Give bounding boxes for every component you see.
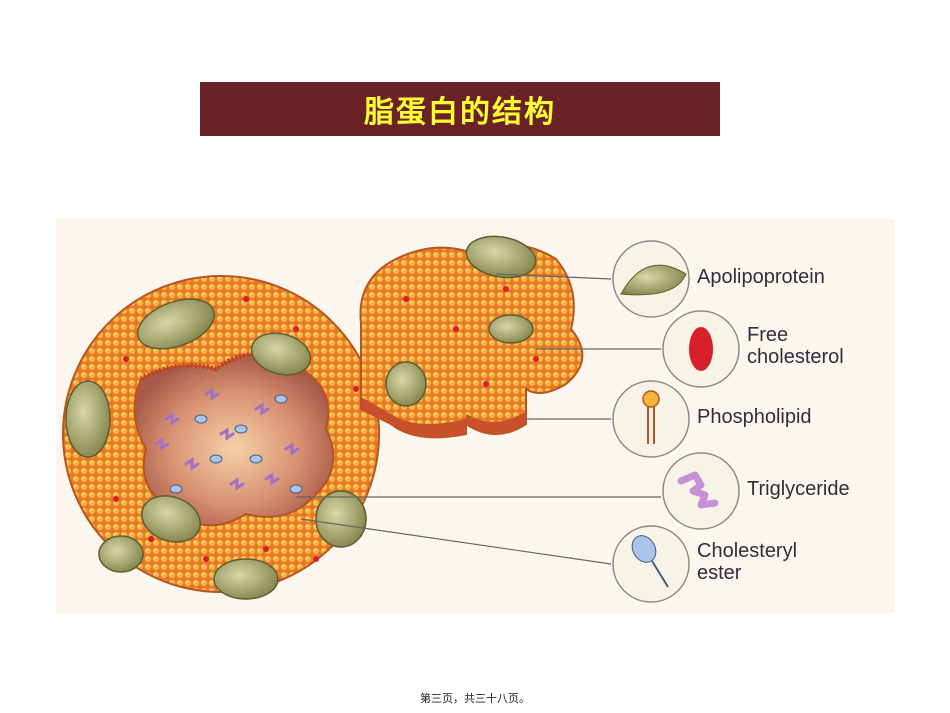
lipoprotein-sphere xyxy=(62,275,380,600)
legend-label-cholesteryl-ester: Cholesteryl ester xyxy=(697,540,798,584)
phospholipid-icon xyxy=(612,380,690,458)
legend-label-free-cholesterol: Free cholesterol xyxy=(747,324,844,368)
free-cholesterol-icon xyxy=(662,310,740,388)
leader-lines xyxy=(296,273,661,565)
legend-label-phospholipid: Phospholipid xyxy=(697,406,812,428)
page-title: 脂蛋白的结构 xyxy=(364,95,556,130)
apolipoprotein-icon xyxy=(612,240,690,318)
legend-label-apolipoprotein: Apolipoprotein xyxy=(697,266,825,288)
lipoprotein-structure-illustration xyxy=(62,235,740,603)
lipoprotein-diagram: Apolipoprotein Free cholesterol Phosphol… xyxy=(56,219,895,613)
legend-label-triglyceride: Triglyceride xyxy=(747,478,850,500)
title-bar: 脂蛋白的结构 xyxy=(200,82,720,136)
page-footer: 第三页，共三十八页。 xyxy=(420,692,530,705)
cholesteryl-ester-icon xyxy=(612,525,690,603)
lipoprotein-surface-fragment xyxy=(359,235,584,439)
triglyceride-icon xyxy=(662,452,740,530)
